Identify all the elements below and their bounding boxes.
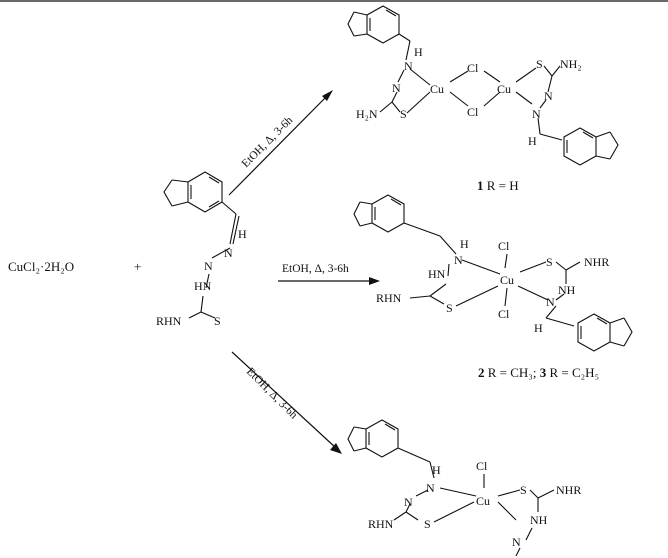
ligand-rhn: RHN [156,314,182,328]
pb-rhn: RHN [368,517,394,531]
product-2-3-caption: 2 R = CH₃; 3 R = C₂H₅ [478,365,599,380]
ligand-n2: N [204,259,213,273]
p23-n-a: N [454,253,463,267]
arrow-middle [278,277,380,285]
p1-cu2: Cu [497,82,511,96]
pb-cu: Cu [476,494,490,508]
p1-n-a: N [404,59,413,73]
p23-cl-bot: Cl [498,307,510,321]
condition-middle: EtOH, Δ, 3-6h [282,263,349,275]
p23-nhr: NHR [584,255,609,269]
pb-n-c: N [512,535,521,549]
pb-s-a: S [424,517,431,531]
arrow-top [228,90,333,196]
pb-nhr: NHR [556,483,581,497]
condition-bottom: EtOH, Δ, 3-6h [244,366,300,422]
product-bottom-structure: H N N RHN S Cl Cu S NHR NH N [347,419,581,557]
p23-nh: NH [558,283,576,297]
p1-h-a: H [414,45,423,59]
p1-n-b: N [392,81,401,95]
p23-caption-rest: R = C₂H₅ [546,365,599,380]
p23-h: H [534,321,543,335]
product-1-caption: 1 R = H [477,178,519,193]
plus-sign: + [134,259,141,274]
p1-n-c: N [544,89,553,103]
p23-s-b: S [546,255,553,269]
pb-h: H [432,463,441,477]
ligand-structure: H N N HN RHN S [156,171,247,328]
p1-h-b: H [528,134,537,148]
ligand-s: S [214,314,221,328]
p1-cu1: Cu [430,82,444,96]
p1-cl2: Cl [467,105,479,119]
p1-cl1: Cl [467,61,479,75]
p1-num: 1 [477,178,484,193]
pb-s-b: S [520,483,527,497]
product-1-structure: H N N H₂N S Cu Cl Cl Cu S NH₂ N N H [347,5,619,166]
pb-nh: NH [530,513,548,527]
pb-n-a: N [426,481,435,495]
pb-n-b: N [404,495,413,509]
p23-caption-mid: R = CH₃; [485,365,540,380]
copper-salt-formula: CuCl₂·2H₂O [8,259,74,274]
p23-n-b: N [546,295,555,309]
p23-cu: Cu [500,273,514,287]
p1-s-b: S [536,57,543,71]
p1-caption-rest: R = H [484,178,519,193]
p1-s-a: S [400,107,407,121]
p2-num: 2 [478,365,485,380]
reactant-copper-salt: CuCl₂·2H₂O [8,259,74,274]
condition-top: EtOH, Δ, 3-6h [240,114,296,170]
ligand-hn: HN [194,279,212,293]
ligand-h: H [238,227,247,241]
p1-h2n: H₂N [356,107,378,121]
p23-s-a: S [446,301,453,315]
p23-rhn: RHN [376,291,402,305]
p1-n-d: N [532,107,541,121]
pb-cl: Cl [476,459,488,473]
product-2-3-structure: H N HN RHN S Cl Cu Cl S NHR NH N H [353,194,633,352]
p23-cl-top: Cl [498,239,510,253]
p23-h-top: H [460,237,469,251]
arrow-bottom [231,351,342,454]
p23-hn: HN [428,267,446,281]
p1-nh2: NH₂ [560,57,582,71]
ligand-n1: N [224,246,233,260]
p3-num: 3 [540,365,547,380]
